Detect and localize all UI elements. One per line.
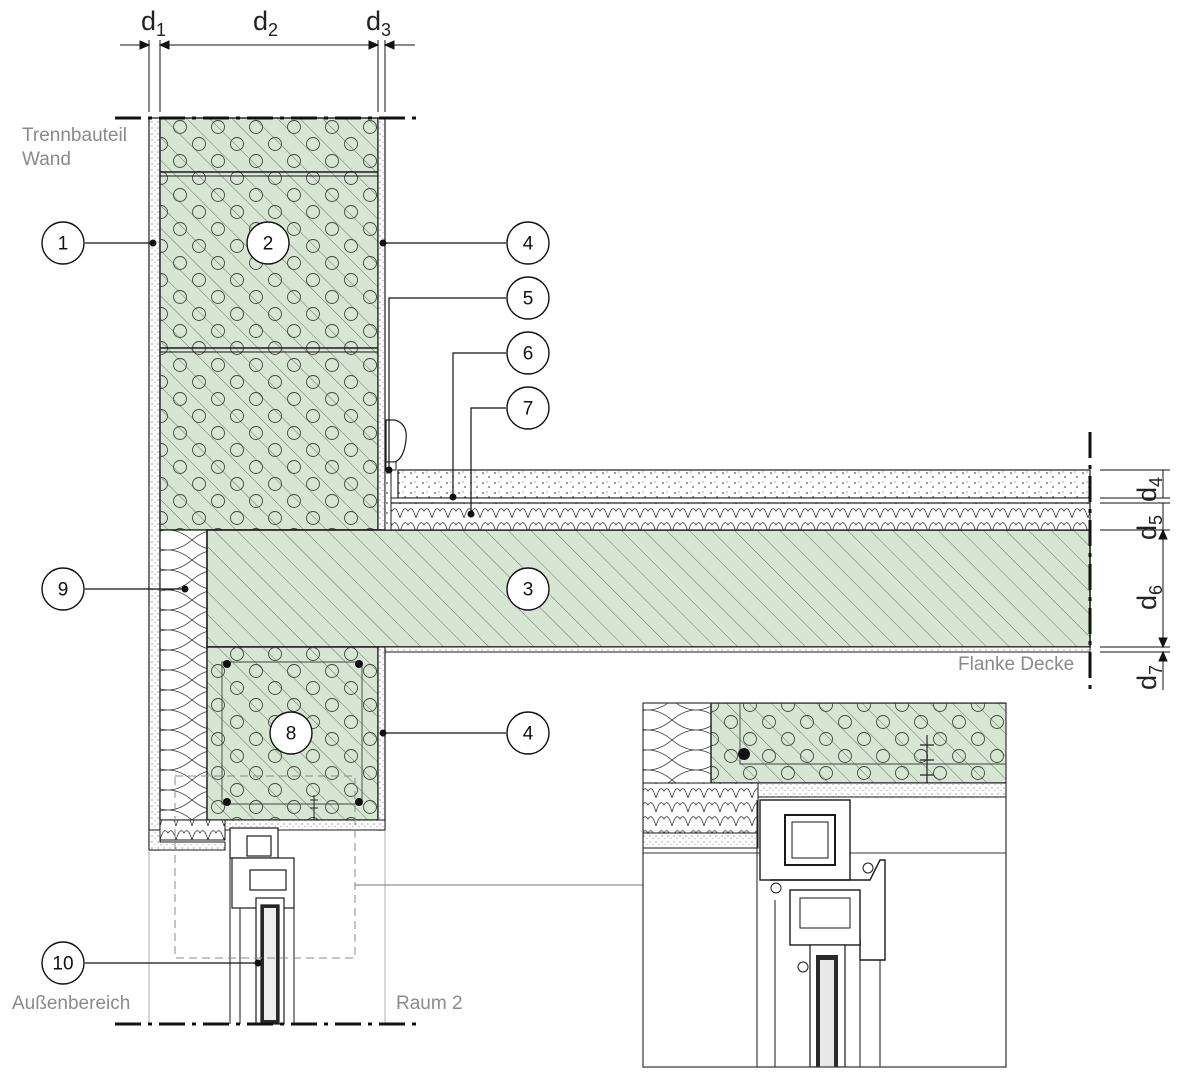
svg-text:10: 10 [52, 954, 73, 975]
soffit-insulation [159, 819, 226, 841]
callout-7: 7 [506, 386, 550, 430]
inner-plaster-upper [377, 117, 386, 531]
separation-layer [389, 497, 1091, 504]
callout-9: 9 [41, 567, 85, 611]
dimension-lines [120, 40, 1170, 690]
dim-d5: d5 [1132, 515, 1166, 540]
callout-4b: 4 [506, 711, 550, 755]
concrete-slab [206, 529, 1091, 648]
callout-4a: 4 [506, 221, 550, 265]
soffit-insulation-2 [224, 819, 386, 831]
callout-6: 6 [506, 331, 550, 375]
dim-d6: d6 [1132, 585, 1166, 610]
svg-text:5: 5 [523, 289, 534, 310]
dim-d1: d1 [141, 6, 166, 40]
callout-8: 8 [269, 711, 313, 755]
svg-text:8: 8 [286, 724, 297, 745]
outer-plaster-layer [148, 117, 161, 851]
callout-2: 2 [246, 221, 290, 265]
callout-3: 3 [506, 567, 550, 611]
screed-layer [397, 469, 1091, 499]
skirting-board [385, 419, 407, 463]
svg-text:7: 7 [523, 399, 534, 420]
window-frame [229, 827, 295, 1025]
detail-inset [642, 702, 1007, 1068]
svg-text:4: 4 [523, 234, 534, 255]
label-wand: Wand [22, 149, 71, 170]
masonry-wall-upper [159, 117, 379, 531]
callout-10: 10 [41, 941, 85, 985]
svg-text:4: 4 [523, 724, 534, 745]
svg-text:1: 1 [58, 234, 69, 255]
callout-5: 5 [506, 276, 550, 320]
label-raum2: Raum 2 [396, 993, 463, 1014]
inner-plaster-lower [377, 646, 386, 831]
dim-d4: d4 [1132, 477, 1166, 502]
svg-text:3: 3 [523, 580, 534, 601]
label-flanke-decke: Flanke Decke [958, 654, 1074, 675]
dim-d7: d7 [1132, 665, 1166, 690]
impact-sound-insulation [389, 502, 1091, 531]
ceiling-plaster [384, 646, 1091, 653]
edge-insulation-strip [384, 469, 392, 531]
callouts [85, 242, 506, 964]
dim-d3: d3 [366, 6, 391, 40]
svg-text:2: 2 [263, 234, 274, 255]
callout-1: 1 [41, 221, 85, 265]
label-trennbauteil: Trennbauteil [22, 125, 127, 146]
svg-text:9: 9 [58, 580, 69, 601]
svg-text:6: 6 [523, 344, 534, 365]
callout-dots [149, 239, 475, 967]
dim-d2: d2 [253, 6, 278, 40]
exterior-insulation [159, 529, 208, 821]
label-aussenbereich: Außenbereich [12, 993, 130, 1014]
